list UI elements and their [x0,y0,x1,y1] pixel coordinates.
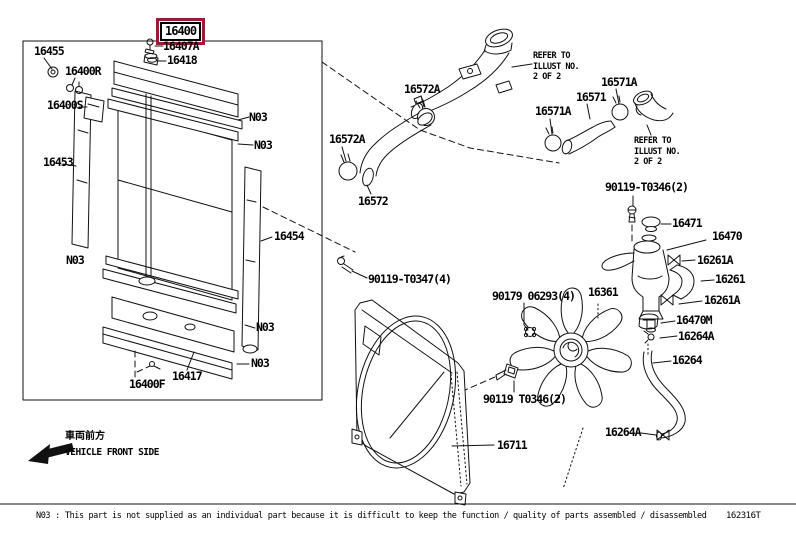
vehicle-front-label-jp: 車両前方 [65,431,105,442]
callout-16470m[interactable]: 16470M [676,313,713,327]
callout-16264[interactable]: 16264 [672,353,703,367]
reservoir-art [601,195,715,441]
callout-16261[interactable]: 16261 [715,272,746,286]
relation-dashed-lines [262,61,560,253]
selected-part-box[interactable]: 16400 [156,18,206,45]
footnote-text: This part is not supplied as an individu… [64,511,707,521]
selected-part-number: 16400 [160,22,202,41]
footnote-code: N03 [36,511,51,521]
callout-16571[interactable]: 16571 [576,90,607,104]
figure-code: 162316T [726,511,761,521]
note-ref-n03-2: N03 [249,110,268,124]
callout-16455[interactable]: 16455 [34,44,65,58]
footnote-separator: : [55,511,60,521]
vehicle-front-label-en: VEHICLE FRONT SIDE [65,447,159,458]
note-ref-n03-4: N03 [256,320,275,334]
callout-16711[interactable]: 16711 [497,438,528,452]
callout-16261a-2[interactable]: 16261A [704,293,741,307]
note-ref-n03-5: N03 [251,356,270,370]
callout-90119-t0347[interactable]: 90119-T0347(4) [368,272,452,286]
vehicle-front-arrow-icon [28,443,74,464]
lower-hose-art [338,112,433,195]
note-ref-n03-1: N03 [66,253,85,267]
radiator-assembly-art [43,38,273,380]
upper-hose-art [544,88,674,155]
callout-16261a-1[interactable]: 16261A [697,253,734,267]
callout-16572[interactable]: 16572 [358,194,389,208]
note-ref-n03-3: N03 [254,138,273,152]
refer-note-2: REFER TO ILLUST NO. 2 OF 2 [634,136,681,168]
callout-90119-t0346-bottom[interactable]: 90119 T0346(2) [483,392,567,406]
callout-16454[interactable]: 16454 [274,229,305,243]
callout-16572a-1[interactable]: 16572A [404,82,441,96]
callout-90179-06293[interactable]: 90179 06293(4) [492,289,576,303]
refer-note-1: REFER TO ILLUST NO. 2 OF 2 [533,51,580,83]
callout-16400f[interactable]: 16400F [129,377,166,391]
callout-16400s[interactable]: 16400S [47,98,84,112]
callout-16571a-2[interactable]: 16571A [535,104,572,118]
fan-art [337,255,632,490]
callout-16264a-1[interactable]: 16264A [678,329,715,343]
callout-16572a-2[interactable]: 16572A [329,132,366,146]
callout-16571a-1[interactable]: 16571A [601,75,638,89]
callout-16471[interactable]: 16471 [672,216,703,230]
callout-16453[interactable]: 16453 [43,155,74,169]
callout-90119-t0346-top[interactable]: 90119-T0346(2) [605,180,689,194]
footnote-n03: N03: This part is not supplied as an indi… [36,511,707,521]
callout-16400r[interactable]: 16400R [65,64,102,78]
callout-16417[interactable]: 16417 [172,369,203,383]
callout-16407a[interactable]: 16407A [163,39,200,53]
callout-16470[interactable]: 16470 [712,229,743,243]
callout-16418[interactable]: 16418 [167,53,198,67]
fan-shroud-art [351,299,496,506]
callout-16264a-2[interactable]: 16264A [605,425,642,439]
water-inlet-pipe-art [410,28,533,126]
callout-16361[interactable]: 16361 [588,285,619,299]
